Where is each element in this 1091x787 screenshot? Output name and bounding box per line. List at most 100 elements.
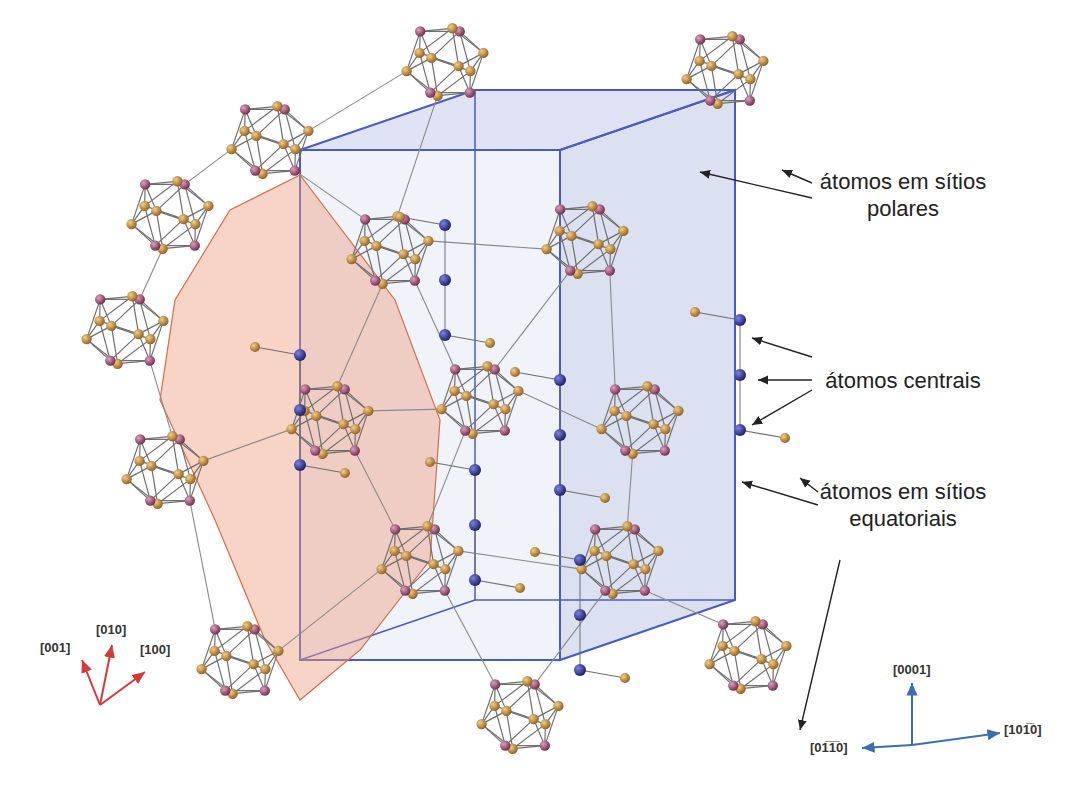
equatorial-atom bbox=[389, 546, 399, 556]
bond bbox=[458, 551, 581, 569]
rhombohedral-cell bbox=[160, 175, 440, 700]
equatorial-atom bbox=[350, 424, 360, 434]
polar-atom bbox=[460, 425, 470, 435]
bond bbox=[140, 461, 179, 474]
equatorial-atom bbox=[242, 621, 252, 631]
central-atom bbox=[574, 609, 586, 621]
polar-atom bbox=[620, 445, 630, 455]
polar-atom bbox=[135, 434, 145, 444]
polar-atom bbox=[640, 585, 650, 595]
equatorial-atom bbox=[260, 664, 270, 674]
equatorial-atom bbox=[127, 291, 137, 301]
equatorial-atom bbox=[673, 406, 683, 416]
bond bbox=[431, 58, 470, 71]
equatorial-atom bbox=[338, 419, 348, 429]
equatorial-atom bbox=[750, 616, 760, 626]
bond bbox=[420, 53, 459, 66]
bond bbox=[256, 136, 295, 149]
central-atom bbox=[734, 314, 746, 326]
equatorial-atom bbox=[605, 244, 615, 254]
equatorial-atom bbox=[440, 564, 450, 574]
central-atom bbox=[294, 349, 306, 361]
polar-atom bbox=[415, 26, 425, 36]
bond bbox=[150, 361, 173, 437]
bond bbox=[375, 254, 403, 280]
bond bbox=[515, 372, 560, 380]
equatorial-atom bbox=[303, 126, 313, 136]
bond bbox=[610, 271, 615, 390]
bond bbox=[465, 404, 493, 430]
polar-atom bbox=[695, 34, 705, 44]
equatorial-atom bbox=[221, 651, 231, 661]
equatorial-atom bbox=[359, 236, 369, 246]
equatorial-atom bbox=[609, 406, 619, 416]
equatorial-atom bbox=[528, 714, 538, 724]
equatorial-atom bbox=[733, 69, 743, 79]
bond bbox=[740, 430, 785, 438]
equatorial-atom bbox=[273, 646, 283, 656]
equatorial-atom bbox=[704, 659, 714, 669]
polar-atom bbox=[140, 179, 150, 189]
equatorial-atom bbox=[401, 551, 411, 561]
polar-atom bbox=[718, 619, 728, 629]
polar-atom bbox=[210, 624, 220, 634]
bond bbox=[606, 556, 645, 569]
equatorial-atom bbox=[363, 406, 373, 416]
polar-atom bbox=[500, 740, 510, 750]
bond bbox=[625, 424, 653, 450]
bond bbox=[111, 326, 150, 339]
equatorial-atom bbox=[173, 469, 183, 479]
bond bbox=[190, 501, 215, 630]
equatorial-atom bbox=[690, 307, 700, 317]
equatorial-atom bbox=[376, 564, 386, 574]
bond bbox=[300, 465, 345, 473]
polar-atom bbox=[745, 95, 755, 105]
equatorial-atom bbox=[447, 23, 457, 33]
equatorial-atom bbox=[589, 546, 599, 556]
equatorial-atom bbox=[781, 641, 791, 651]
equatorial-atom bbox=[436, 404, 446, 414]
bond bbox=[395, 551, 434, 564]
bond bbox=[723, 646, 762, 659]
equatorial-atom bbox=[600, 493, 610, 503]
bond bbox=[406, 556, 445, 569]
equatorial-atom bbox=[167, 431, 177, 441]
bond bbox=[110, 334, 138, 360]
equatorial-atom bbox=[426, 53, 436, 63]
central-atom bbox=[554, 374, 566, 386]
equatorial-atom bbox=[522, 676, 532, 686]
polar-atom bbox=[145, 355, 155, 365]
equatorial-atom bbox=[239, 126, 249, 136]
equatorial-atom bbox=[196, 664, 206, 674]
polar-atom bbox=[450, 364, 460, 374]
equatorial-atom bbox=[621, 411, 631, 421]
equatorial-atom bbox=[768, 659, 778, 669]
equatorial-atom bbox=[145, 334, 155, 344]
bond bbox=[626, 416, 665, 429]
bond bbox=[560, 490, 605, 498]
equatorial-atom bbox=[482, 361, 492, 371]
bond bbox=[734, 651, 773, 664]
polar-atom bbox=[300, 384, 310, 394]
polar-atom bbox=[350, 445, 360, 455]
equatorial-atom bbox=[198, 456, 208, 466]
equatorial-atom bbox=[622, 521, 632, 531]
equatorial-atom bbox=[727, 31, 737, 41]
central-atom bbox=[554, 484, 566, 496]
axis-label: [010] bbox=[96, 622, 126, 637]
equatorial-atom bbox=[510, 367, 520, 377]
equatorial-atom bbox=[340, 468, 350, 478]
equatorial-atom bbox=[756, 654, 766, 664]
central-atom bbox=[734, 424, 746, 436]
equatorial-atom bbox=[593, 239, 603, 249]
equatorial-atom bbox=[203, 201, 213, 211]
polar-atom bbox=[370, 275, 380, 285]
equatorial-atom bbox=[601, 551, 611, 561]
polar-atom bbox=[185, 495, 195, 505]
equatorial-atom bbox=[620, 673, 630, 683]
equatorial-atom bbox=[209, 646, 219, 656]
equatorial-atom bbox=[694, 56, 704, 66]
bond bbox=[397, 96, 437, 217]
equatorial-atom bbox=[286, 424, 296, 434]
polar-atom bbox=[660, 445, 670, 455]
